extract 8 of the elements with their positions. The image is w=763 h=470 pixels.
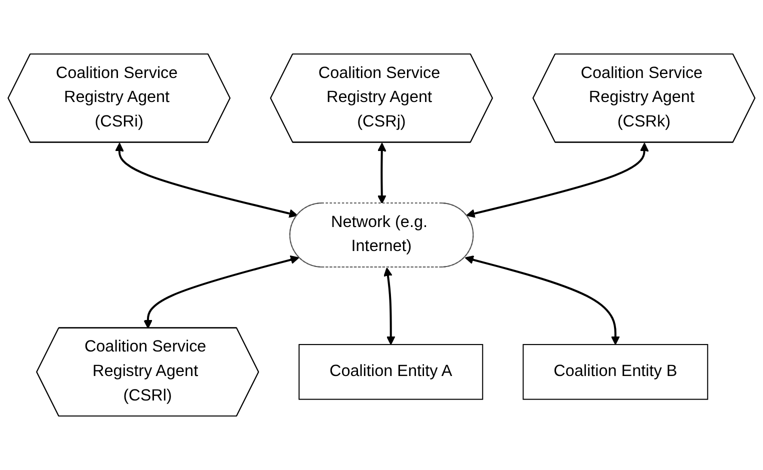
arrow: [377, 142, 386, 204]
node-box: Coalition Entity B: [522, 344, 708, 400]
arrow: [144, 255, 300, 329]
arrow: [114, 142, 298, 218]
arrow: [464, 255, 620, 345]
node-box: Coalition Entity A: [298, 344, 484, 400]
arrow: [384, 267, 396, 345]
arrow: [466, 142, 649, 218]
